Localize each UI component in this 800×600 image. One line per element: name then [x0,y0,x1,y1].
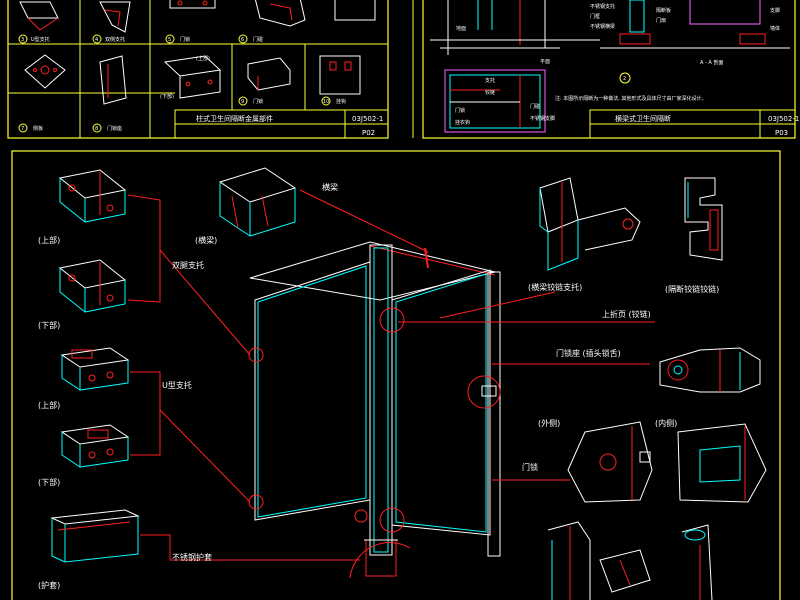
bottom-row-labels: 7 侧板 8 门锁座 9 门锁 10 挂钩 [18,96,346,133]
plan-view: 支托 铰链 门锁 门碰 挂衣钩 不锈钢支脚 [444,69,555,133]
label-upper-1: (上部) [38,235,60,245]
hinge-bracket-part [539,177,641,271]
label-shell: (横梁) [195,235,217,245]
label-lower-2: (下部) [38,477,60,487]
cell-number: 6 [241,37,244,43]
cell-label: 门锁 [180,36,190,43]
cell-number: 10 [323,99,329,105]
cell-label: 挂钩 [336,98,346,105]
section-label: A - A 剖面 [700,59,723,66]
annotation: 支脚 [770,7,780,14]
callout-number: 2 [623,76,626,82]
partition-hinge-part [684,177,723,261]
label-foot-cover: (护套) [38,580,60,590]
sheet-right: 平面 A - A 剖面 不锈钢支托 门框 不锈钢横梁 地面 隔断板 门扇 支脚 … [412,0,799,139]
label-beam: 横梁 [322,182,338,192]
bolt-part [599,524,713,600]
hook-part [547,521,591,600]
cell-number: 8 [95,126,98,132]
annotation: 门碰 [530,103,540,110]
annotation: 不锈钢支脚 [530,115,555,122]
cell-label: 门锁 [253,98,263,105]
cell-label: 门碰 [253,36,263,43]
cell-number: 4 [95,37,98,43]
cell-number: 5 [168,37,171,43]
annotation: 支托 [485,77,495,84]
leader-lines-left [127,194,360,561]
foot-cover [50,509,140,563]
label-upper-hinge: 上折页 (铰链) [602,309,651,319]
sheet-right-page: P03 [775,129,788,137]
u-bracket-upper [60,347,130,391]
cell-label: U型支托 [31,36,50,43]
label-foot: 不锈钢护套 [172,552,212,562]
annotation: 不锈钢横梁 [590,23,615,30]
label-door-latch: 门锁 [522,462,538,472]
cell-number: 3 [21,37,24,43]
sheet-right-annotations: 不锈钢支托 门框 不锈钢横梁 地面 隔断板 门扇 支脚 墙体 [456,3,780,32]
label-lower-1: (下部) [38,320,60,330]
sheet-left-title: 柱式卫生间隔断金属部件 [196,114,273,123]
partition-assembly [248,241,501,579]
hinge-leader [439,291,556,319]
annotation: 挂衣钩 [455,119,470,126]
cell-label: 双侧支托 [105,36,125,43]
sheet-left-page: P02 [362,129,375,137]
sheet-right-code: 03J502-1 [768,115,799,123]
annotation: 地面 [456,25,466,32]
beam-leader [299,189,429,253]
annotation: 门框 [590,13,600,20]
annotation: 门锁 [455,107,465,114]
sheet-left: 柱式卫生间隔断金属部件 03J502-1 P02 3 U型支托 4 双侧支托 5 [7,0,389,139]
cell-number: 9 [241,99,244,105]
sheet-main: (上部) (下部) (上部) (下部) [11,150,781,600]
label-outside: (外侧) [538,418,560,428]
sheet-right-border [422,0,796,139]
annotation: 不锈钢支托 [590,3,615,10]
annotation: 墙体 [770,25,780,32]
double-bracket-upper [58,169,127,223]
annotation: 门扇 [656,17,666,24]
callout-circle [619,72,631,84]
double-bracket-lower [58,259,127,313]
label-hinge-bracket: (横梁铰链支托) [528,282,582,292]
sheet-note: 注: 本图所示隔断为一种做法, 其他形式及具体尺寸由厂家深化设计。 [555,95,706,102]
label-upper-2: (上部) [38,400,60,410]
cell-label: 侧板 [33,125,43,132]
part-sketch [24,54,361,105]
cell-label: 门锁座 [107,125,122,132]
cell-number: 7 [21,126,24,132]
top-row-labels: 3 U型支托 4 双侧支托 5 门锁 6 门碰 [18,34,263,44]
latch-inside-part [677,423,767,503]
annotation: 铰链 [485,89,495,96]
label-double-bracket: 双腿支托 [172,260,204,270]
door-lock-part [659,347,761,393]
plan-label: 平面 [540,59,550,65]
u-bracket-lower [60,424,130,468]
latch-outside-part [567,421,653,503]
sub-label: (上部) [196,55,210,62]
label-partition-hinge: (隔断铰链铰链) [665,284,719,294]
annotation: 隔断板 [656,7,671,14]
part-sketch [19,0,376,33]
label-u-bracket: U型支托 [162,380,192,390]
sheet-main-border [11,150,781,600]
label-inside: (内侧) [655,418,677,428]
label-door-lock: 门锁座 (插头锁舌) [556,348,621,358]
elevation-sketch [430,0,790,55]
sheet-left-code: 03J502-1 [352,115,383,123]
sub-label: (下部) [160,93,174,100]
sheet-right-title: 横梁式卫生间隔断 [615,114,671,123]
beam-profile [218,167,297,237]
